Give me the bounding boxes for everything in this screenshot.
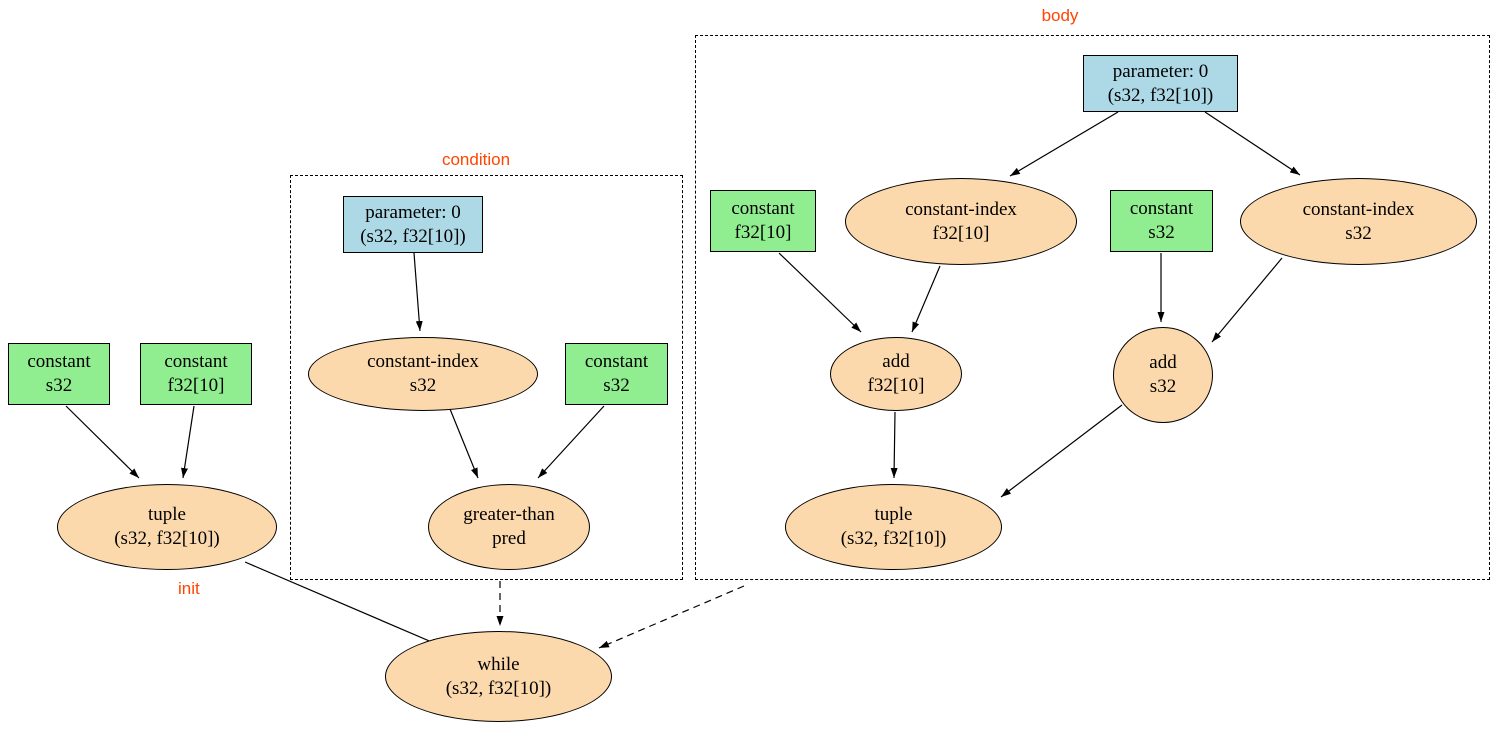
node-label-line: constant-index [905, 198, 1017, 220]
edge-label-init: init [178, 579, 200, 598]
node-init-constant-s32: constant s32 [8, 343, 110, 405]
node-label-line: greater-than [463, 504, 555, 526]
node-label-line: tuple [148, 504, 186, 526]
edge-arrow [1211, 257, 1283, 343]
node-label-line: pred [492, 528, 526, 549]
edge-arrow [181, 405, 195, 479]
node-label-line: add [1149, 352, 1177, 374]
node-label-line: parameter: 0 [365, 201, 461, 223]
node-label-line: constant-index [367, 351, 479, 373]
edge-arrow [778, 252, 862, 333]
edge-arrow [449, 408, 479, 479]
cluster-label-body: body [1041, 6, 1079, 25]
node-label-line: f32[10] [932, 222, 990, 244]
node-body-constant-index-s32: constant-index s32 [1240, 178, 1477, 265]
node-body-add-s32: add s32 [1113, 327, 1213, 423]
node-condition-constant-s32: constant s32 [565, 343, 668, 405]
node-init-tuple: tuple (s32, f32[10]) [57, 484, 277, 570]
edge-arrow [1000, 404, 1123, 498]
node-label-line: f32[10] [167, 375, 225, 396]
node-init-constant-f32: constant f32[10] [140, 343, 252, 405]
node-label-line: f32[10] [734, 222, 792, 243]
cluster-label-condition: condition [441, 150, 511, 169]
edge-arrow [65, 405, 140, 479]
node-label-line: constant-index [1302, 198, 1415, 220]
edge-arrow [890, 411, 898, 479]
edge-arrow [1009, 111, 1119, 177]
node-label-line: s32 [1148, 222, 1175, 243]
node-label-line: s32 [409, 375, 437, 396]
edge-arrow [537, 405, 605, 479]
node-label-line: constant [164, 351, 228, 373]
node-label-line: f32[10] [867, 375, 925, 396]
node-label-line: (s32, f32[10]) [445, 677, 552, 699]
cluster-body [695, 35, 1490, 580]
edge-arrow [1204, 111, 1301, 176]
node-label-line: while [477, 653, 520, 675]
node-label-line: (s32, f32[10]) [360, 225, 466, 247]
node-body-tuple: tuple (s32, f32[10]) [785, 484, 1002, 570]
node-label-line: add [882, 351, 910, 373]
node-condition-greater-than: greater-than pred [428, 484, 590, 570]
edge-arrow-dashed [598, 585, 745, 649]
node-condition-parameter: parameter: 0 (s32, f32[10]) [343, 196, 483, 253]
node-label-line: constant [27, 351, 91, 373]
node-label-line: parameter: 0 [1112, 60, 1209, 82]
node-body-constant-index-f32: constant-index f32[10] [845, 178, 1077, 265]
node-body-constant-f32: constant f32[10] [710, 190, 816, 252]
node-label-line: tuple [874, 504, 913, 526]
node-body-add-f32: add f32[10] [830, 337, 962, 411]
node-condition-constant-index: constant-index s32 [308, 337, 538, 411]
node-label-line: constant [731, 198, 795, 220]
node-label-line: (s32, f32[10]) [114, 528, 220, 549]
node-label-line: constant [1129, 198, 1194, 220]
cluster-condition [290, 175, 683, 580]
node-label-line: (s32, f32[10]) [840, 528, 947, 549]
edge-arrow [413, 252, 423, 332]
node-label-line: constant [584, 351, 649, 373]
edge-arrow [244, 561, 442, 647]
edge-arrow [911, 265, 941, 333]
node-while: while (s32, f32[10]) [385, 631, 612, 722]
node-body-constant-s32: constant s32 [1110, 190, 1213, 252]
node-label-line: s32 [603, 375, 630, 396]
node-label-line: s32 [1149, 376, 1177, 397]
node-body-parameter: parameter: 0 (s32, f32[10]) [1083, 55, 1238, 112]
node-label-line: s32 [1345, 222, 1372, 244]
node-label-line: (s32, f32[10]) [1107, 84, 1214, 106]
node-label-line: s32 [45, 375, 73, 396]
